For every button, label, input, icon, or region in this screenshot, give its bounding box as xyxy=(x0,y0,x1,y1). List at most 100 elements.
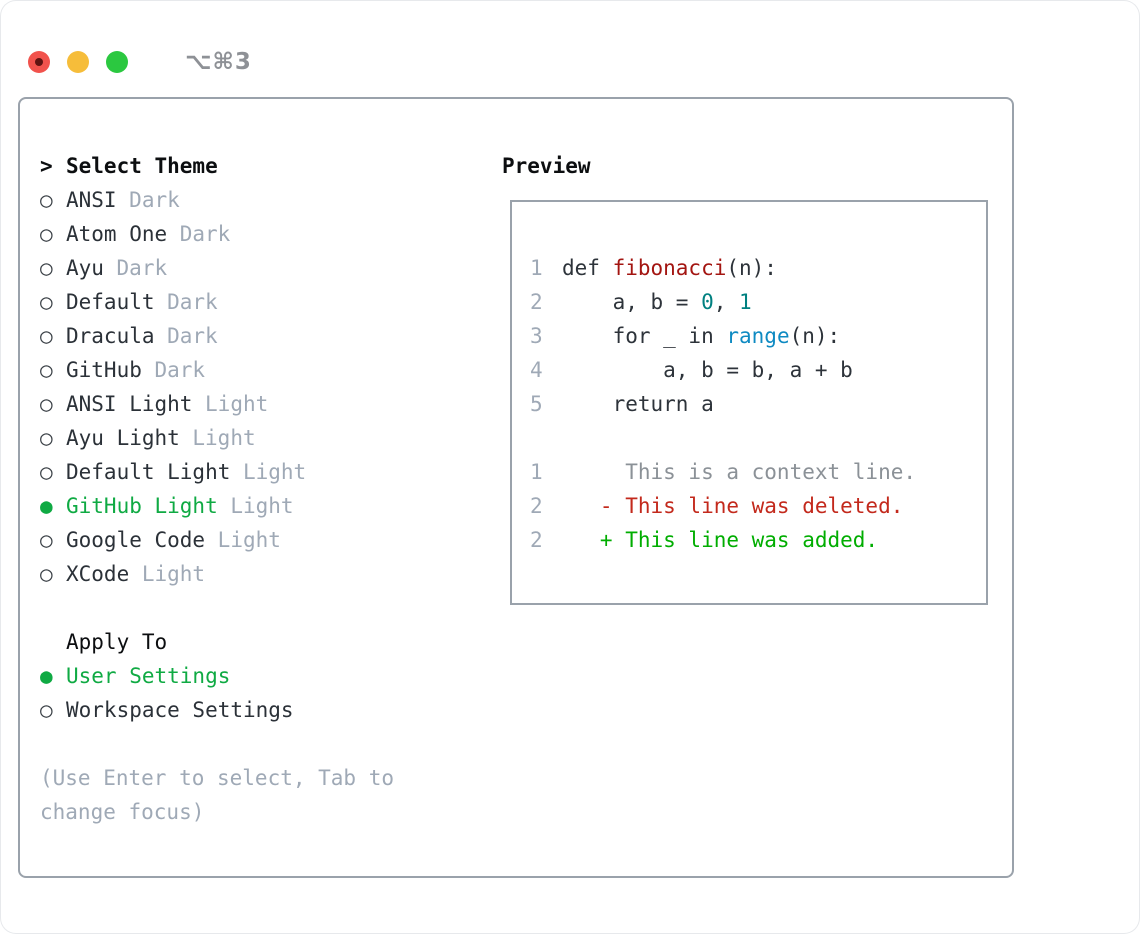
theme-option-dracula[interactable]: ○ Dracula Dark xyxy=(40,319,442,353)
focus-caret-icon: > xyxy=(40,154,53,178)
apply-to-option-workspace-settings[interactable]: ○ Workspace Settings xyxy=(40,693,442,727)
diff-line-context: 1 This is a context line. xyxy=(530,455,986,489)
traffic-light-close-button[interactable] xyxy=(28,50,50,73)
code-line: 5 return a xyxy=(530,387,986,421)
radio-off-icon: ○ xyxy=(40,698,53,722)
line-number: 5 xyxy=(530,392,543,416)
theme-option-ansi[interactable]: ○ ANSI Dark xyxy=(40,183,442,217)
apply-to-option-label: User Settings xyxy=(66,664,231,688)
radio-off-icon: ○ xyxy=(40,290,53,314)
spacer xyxy=(40,727,442,761)
theme-name: GitHub xyxy=(66,358,142,382)
line-content: for _ in range(n): xyxy=(562,324,841,348)
keyboard-hint: (Use Enter to select, Tab to change focu… xyxy=(40,766,395,824)
theme-name: Default Light xyxy=(66,460,231,484)
line-content: return a xyxy=(562,392,714,416)
theme-option-ayu-light[interactable]: ○ Ayu Light Light xyxy=(40,421,442,455)
theme-name: Default xyxy=(66,290,155,314)
line-number: 2 xyxy=(530,494,543,518)
apply-to-header: Apply To xyxy=(40,625,442,659)
theme-variant-tag: Dark xyxy=(154,358,206,382)
radio-off-icon: ○ xyxy=(40,324,53,348)
theme-name: Ayu Light xyxy=(66,426,180,450)
theme-variant-tag: Light xyxy=(205,392,269,416)
apply-to-options-list: ● User Settings ○ Workspace Settings xyxy=(40,659,442,727)
theme-option-default[interactable]: ○ Default Dark xyxy=(40,285,442,319)
diff-line-deleted: 2 - This line was deleted. xyxy=(530,489,986,523)
radio-off-icon: ○ xyxy=(40,358,53,382)
diff-line-added: 2 + This line was added. xyxy=(530,523,986,557)
close-focus-dot-icon xyxy=(35,57,43,66)
line-number: 1 xyxy=(530,256,543,280)
apply-to-option-user-settings[interactable]: ● User Settings xyxy=(40,659,442,693)
theme-variant-tag: Dark xyxy=(179,222,231,246)
line-number: 1 xyxy=(530,460,543,484)
radio-off-icon: ○ xyxy=(40,222,53,246)
theme-variant-tag: Dark xyxy=(167,290,218,314)
line-content: + This line was added. xyxy=(562,528,879,552)
line-content: This is a context line. xyxy=(562,460,917,484)
theme-variant-tag: Light xyxy=(217,528,281,552)
theme-variant-tag: Light xyxy=(230,494,294,518)
theme-option-atom-one[interactable]: ○ Atom One Dark xyxy=(40,217,442,251)
theme-name: ANSI Light xyxy=(66,392,193,416)
traffic-light-zoom-button[interactable] xyxy=(106,50,128,73)
line-content: a, b = b, a + b xyxy=(562,358,853,382)
theme-variant-tag: Light xyxy=(192,426,256,450)
theme-variant-tag: Dark xyxy=(116,256,168,280)
select-theme-header: > Select Theme xyxy=(40,149,442,183)
line-number: 2 xyxy=(530,528,543,552)
line-number: 3 xyxy=(530,324,543,348)
window-title-shortcut: ⌥⌘3 xyxy=(185,48,252,75)
traffic-light-minimize-button[interactable] xyxy=(67,50,89,73)
radio-on-icon: ● xyxy=(40,664,53,688)
theme-name: GitHub Light xyxy=(66,494,218,518)
line-content: def fibonacci(n): xyxy=(562,256,777,280)
theme-variant-tag: Dark xyxy=(129,188,180,212)
titlebar: ⌥⌘3 xyxy=(0,0,1140,97)
theme-option-github-light[interactable]: ● GitHub Light Light xyxy=(40,489,442,523)
radio-off-icon: ○ xyxy=(40,528,53,552)
blank-line xyxy=(530,421,986,455)
spacer xyxy=(40,591,442,625)
radio-off-icon: ○ xyxy=(40,426,53,450)
radio-off-icon: ○ xyxy=(40,256,53,280)
line-number: 4 xyxy=(530,358,543,382)
theme-variant-tag: Light xyxy=(141,562,206,586)
line-number: 2 xyxy=(530,290,543,314)
radio-on-icon: ● xyxy=(40,494,53,518)
radio-off-icon: ○ xyxy=(40,562,53,586)
line-content: - This line was deleted. xyxy=(562,494,904,518)
radio-off-icon: ○ xyxy=(40,188,53,212)
theme-option-google-code[interactable]: ○ Google Code Light xyxy=(40,523,442,557)
theme-name: XCode xyxy=(66,562,130,586)
theme-option-xcode[interactable]: ○ XCode Light xyxy=(40,557,442,591)
theme-option-github[interactable]: ○ GitHub Dark xyxy=(40,353,442,387)
line-content: a, b = 0, 1 xyxy=(562,290,752,314)
theme-name: ANSI xyxy=(66,188,117,212)
code-line: 1 def fibonacci(n): xyxy=(530,251,986,285)
preview-title: Preview xyxy=(502,154,591,178)
radio-off-icon: ○ xyxy=(40,460,53,484)
apply-to-label: Apply To xyxy=(66,630,168,654)
theme-option-ayu[interactable]: ○ Ayu Dark xyxy=(40,251,442,285)
code-line: 2 a, b = 0, 1 xyxy=(530,285,986,319)
theme-name: Dracula xyxy=(66,324,155,348)
theme-name: Ayu xyxy=(66,256,104,280)
theme-name: Atom One xyxy=(66,222,168,246)
code-line: 3 for _ in range(n): xyxy=(530,319,986,353)
theme-name: Google Code xyxy=(66,528,206,552)
select-theme-title: Select Theme xyxy=(66,154,218,178)
theme-option-default-light[interactable]: ○ Default Light Light xyxy=(40,455,442,489)
code-line: 4 a, b = b, a + b xyxy=(530,353,986,387)
apply-to-option-label: Workspace Settings xyxy=(66,698,294,722)
theme-variant-tag: Dark xyxy=(167,324,218,348)
theme-variant-tag: Light xyxy=(242,460,307,484)
